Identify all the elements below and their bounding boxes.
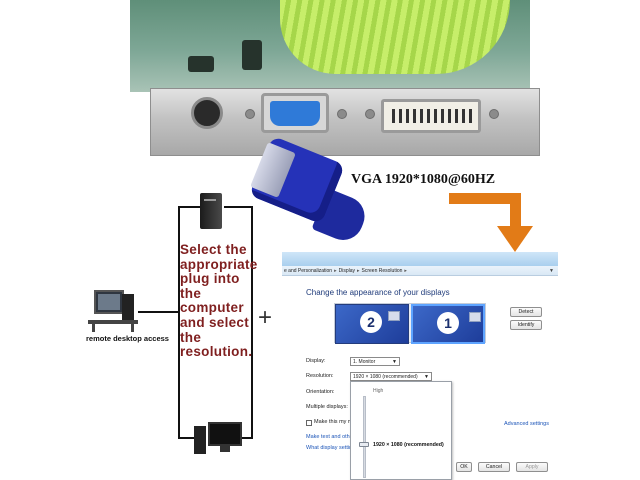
remote-desktop-label: remote desktop access xyxy=(86,334,169,343)
connection-line xyxy=(178,437,194,439)
screw-icon xyxy=(245,109,255,119)
breadcrumb-item[interactable]: e and Personalization xyxy=(284,268,333,274)
screw-icon xyxy=(489,109,499,119)
dvi-port xyxy=(381,99,481,133)
monitor-1-tile[interactable]: 1 xyxy=(411,304,485,344)
breadcrumb-item[interactable]: Display xyxy=(338,268,356,274)
svideo-port xyxy=(191,97,223,129)
graphics-card-photo xyxy=(130,0,540,160)
breadcrumb-separator: ▸ xyxy=(357,268,360,274)
chevron-down-icon: ▼ xyxy=(424,374,429,380)
monitor-icon xyxy=(469,312,481,322)
resolution-dropdown: High 1920 × 1080 (recommended) xyxy=(350,381,452,480)
connection-line xyxy=(224,206,253,208)
monitor-icon xyxy=(388,311,400,321)
card-component xyxy=(188,56,214,72)
monitor-preview: 2 1 xyxy=(334,303,486,344)
ok-button[interactable]: OK xyxy=(456,462,472,472)
chevron-down-icon[interactable]: ▼ xyxy=(549,268,554,274)
vga-port xyxy=(261,93,329,133)
window-titlebar xyxy=(282,252,558,266)
breadcrumb-separator: ▸ xyxy=(334,268,337,274)
connection-line xyxy=(240,437,253,439)
make-primary-checkbox[interactable] xyxy=(306,420,312,426)
multiple-displays-label: Multiple displays: xyxy=(306,404,348,410)
connection-line xyxy=(178,206,180,438)
page-title: Change the appearance of your displays xyxy=(306,288,450,297)
connection-line xyxy=(178,206,200,208)
breadcrumb-separator: ▸ xyxy=(404,268,407,274)
connection-line xyxy=(251,206,253,438)
io-bracket xyxy=(150,88,540,156)
breadcrumb-item[interactable]: Screen Resolution xyxy=(361,268,403,274)
identify-button[interactable]: Identify xyxy=(510,320,542,330)
vga-resolution-label: VGA 1920*1080@60HZ xyxy=(351,172,496,187)
desktop-computer-icon xyxy=(194,422,244,456)
remote-desktop-icon xyxy=(88,290,138,332)
cancel-button[interactable]: Cancel xyxy=(478,462,510,472)
resolution-select-value: 1920 × 1080 (recommended) xyxy=(353,374,418,380)
display-select[interactable]: 1. Monitor ▼ xyxy=(350,357,400,366)
screw-icon xyxy=(337,109,347,119)
advanced-settings-link[interactable]: Advanced settings xyxy=(504,421,549,427)
plus-sign: + xyxy=(258,304,273,331)
display-label: Display: xyxy=(306,358,326,364)
screen-resolution-window: e and Personalization▸Display▸Screen Res… xyxy=(282,252,558,480)
apply-button[interactable]: Apply xyxy=(516,462,548,472)
breadcrumb: e and Personalization▸Display▸Screen Res… xyxy=(282,266,558,276)
arrow-down-icon xyxy=(497,226,533,252)
make-primary-label: Make this my ma xyxy=(314,419,356,425)
resolution-label: Resolution: xyxy=(306,373,334,379)
detect-button[interactable]: Detect xyxy=(510,307,542,317)
high-label: High xyxy=(373,388,384,394)
display-settings-help-link[interactable]: What display setting xyxy=(306,445,356,451)
monitor-2-tile[interactable]: 2 xyxy=(335,304,409,344)
orientation-label: Orientation: xyxy=(306,389,335,395)
resolution-select[interactable]: 1920 × 1080 (recommended) ▼ xyxy=(350,372,432,381)
monitor-number: 2 xyxy=(360,311,382,333)
card-cooler-fan xyxy=(280,0,510,74)
resolution-slider-thumb[interactable] xyxy=(359,442,369,447)
resolution-slider-track[interactable] xyxy=(363,396,366,478)
chevron-down-icon: ▼ xyxy=(392,359,397,365)
pc-tower-icon xyxy=(200,193,222,229)
display-select-value: 1. Monitor xyxy=(353,359,376,365)
monitor-number: 1 xyxy=(437,312,459,334)
arrow-icon xyxy=(449,193,521,204)
arrow-icon xyxy=(510,193,521,229)
connection-line xyxy=(138,311,180,313)
resolution-option[interactable]: 1920 × 1080 (recommended) xyxy=(373,442,444,448)
screw-icon xyxy=(365,109,375,119)
instruction-text: Select the appropriate plug into the com… xyxy=(180,242,258,360)
card-component xyxy=(242,40,262,70)
text-size-link[interactable]: Make text and other xyxy=(306,434,355,440)
